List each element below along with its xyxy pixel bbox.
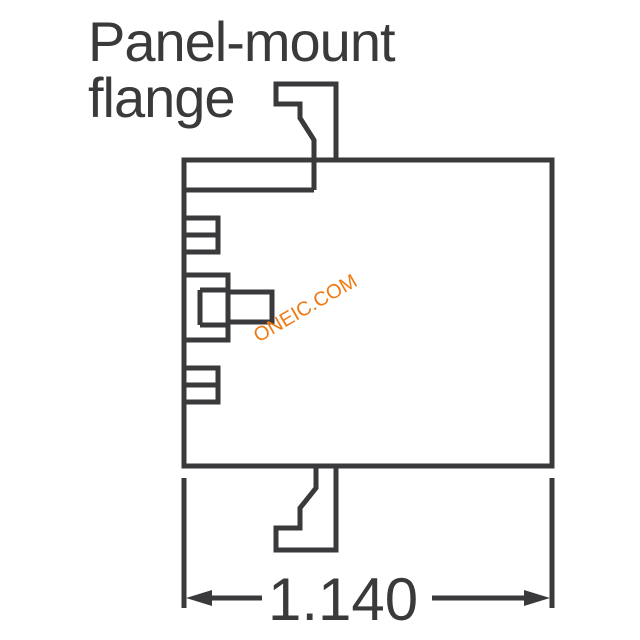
center-latch	[184, 272, 231, 343]
bottom-flange	[273, 466, 339, 553]
dimension-value: 1.140	[262, 570, 425, 630]
dim-arrow-left	[186, 590, 212, 606]
flange-label-line1: Panel-mount	[88, 10, 396, 73]
connector-body-outline	[181, 157, 555, 469]
dim-arrow-right	[524, 590, 550, 606]
flange-label-line2: flange	[88, 66, 236, 129]
top-flange	[273, 81, 339, 190]
latch-button	[225, 289, 275, 325]
